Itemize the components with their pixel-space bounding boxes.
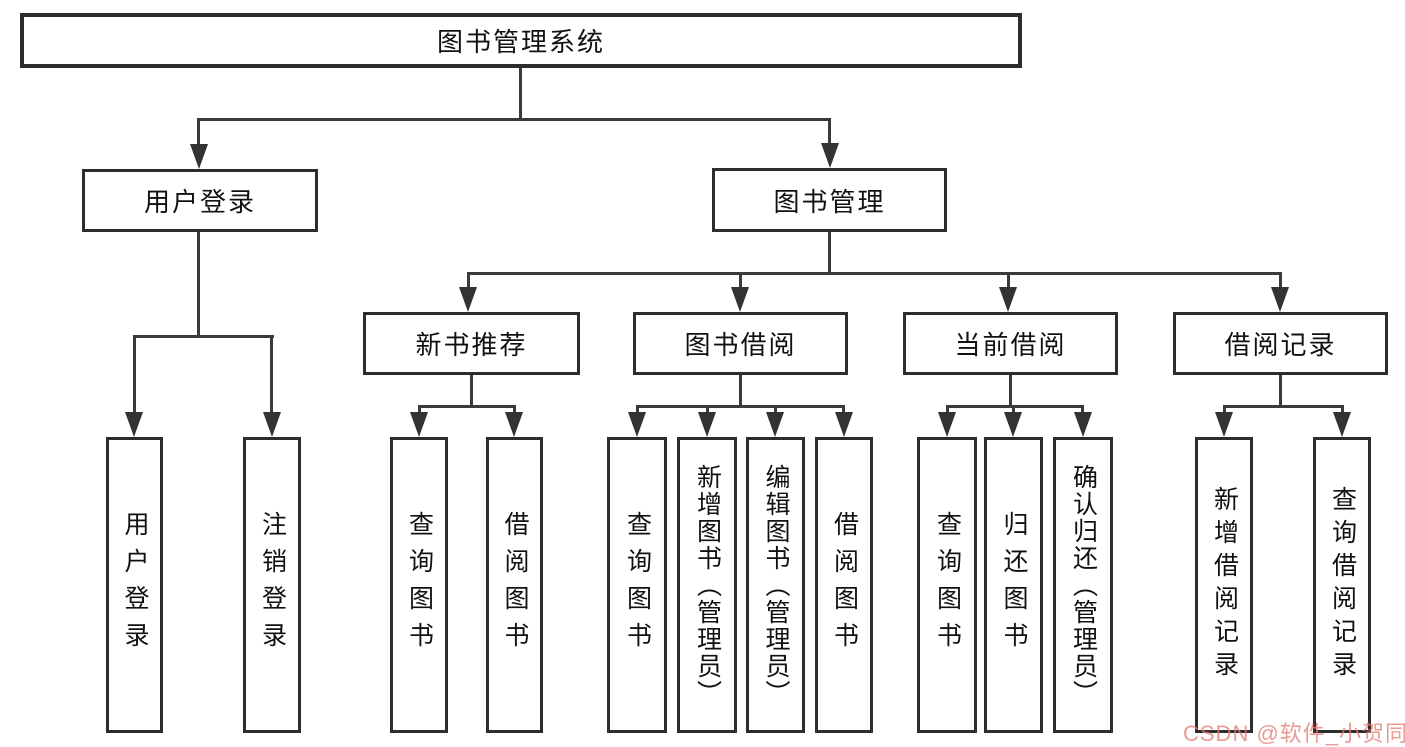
arrowhead-group3-leaf1	[938, 412, 956, 437]
node-book-borrowing: 图书借阅	[633, 312, 848, 375]
node-library-management-system-label: 图书管理系统	[436, 27, 605, 57]
connector-group1-leaf2-stem	[513, 405, 516, 417]
connector-book-branch-trunk	[828, 232, 831, 272]
node-borrow-books-2: 借阅图书	[815, 437, 873, 733]
connector-root-trunk	[519, 68, 522, 118]
arrowhead-book-borrow	[731, 287, 749, 312]
node-user-login: 用户登录	[82, 169, 318, 232]
node-edit-books-admin-label: 编辑图书（管理员）	[762, 463, 790, 707]
arrowhead-group4-leaf1	[1215, 412, 1233, 437]
node-borrow-records: 借阅记录	[1173, 312, 1388, 375]
node-query-books-1: 查询图书	[390, 437, 448, 733]
connector-user-leaf1-stem	[133, 335, 136, 413]
connector-user-leaf2-stem	[270, 335, 273, 413]
node-return-books: 归还图书	[984, 437, 1043, 733]
node-query-borrow-record-label: 查询借阅记录	[1328, 486, 1357, 684]
node-borrow-books-2-label: 借阅图书	[830, 511, 859, 659]
node-confirm-return-admin-label: 确认归还（管理员）	[1069, 463, 1098, 707]
arrowhead-group3-leaf2	[1004, 412, 1022, 437]
arrowhead-group3-leaf3	[1074, 412, 1092, 437]
node-library-management-system: 图书管理系统	[20, 13, 1022, 68]
connector-book-borrow-stem	[739, 272, 742, 290]
connector-group4-horizontal	[1224, 405, 1343, 408]
arrowhead-borrow-records	[1271, 287, 1289, 312]
arrowhead-group4-leaf2	[1333, 412, 1351, 437]
arrowhead-user-leaf1	[125, 412, 143, 437]
connector-group2-leaf2-stem	[706, 405, 709, 417]
connector-group1-leaf1-stem	[418, 405, 421, 417]
connector-level2-horizontal	[198, 118, 831, 121]
node-return-books-label: 归还图书	[1000, 511, 1028, 659]
arrowhead-group1-leaf1	[410, 412, 428, 437]
connector-group1-horizontal	[419, 405, 515, 408]
node-query-books-3: 查询图书	[917, 437, 977, 733]
connector-group3-trunk	[1009, 375, 1012, 405]
connector-group2-horizontal	[637, 405, 845, 408]
connector-user-branch-horizontal	[134, 335, 274, 338]
connector-group2-trunk	[739, 375, 742, 405]
node-logout-leaf-label: 注销登录	[258, 511, 287, 659]
node-new-book-recommend: 新书推荐	[363, 312, 580, 375]
connector-new-book-stem	[467, 272, 470, 290]
watermark: CSDN @软件_小贺同学	[1183, 721, 1405, 746]
node-book-management: 图书管理	[712, 168, 947, 232]
node-query-books-1-label: 查询图书	[405, 511, 434, 659]
node-logout-leaf: 注销登录	[243, 437, 301, 733]
node-add-books-admin-label: 新增图书（管理员）	[693, 463, 722, 707]
connector-group4-leaf1-stem	[1223, 405, 1226, 417]
node-edit-books-admin: 编辑图书（管理员）	[746, 437, 805, 733]
node-confirm-return-admin: 确认归还（管理员）	[1053, 437, 1113, 733]
arrowhead-group2-leaf1	[628, 412, 646, 437]
connector-borrow-records-stem	[1279, 272, 1282, 290]
arrowhead-new-book	[459, 287, 477, 312]
arrowhead-group1-leaf2	[505, 412, 523, 437]
node-add-borrow-record-label: 新增借阅记录	[1210, 486, 1239, 684]
connector-group2-leaf1-stem	[636, 405, 639, 417]
node-query-books-2: 查询图书	[607, 437, 667, 733]
arrowhead-group2-leaf3	[766, 412, 784, 437]
node-query-books-3-label: 查询图书	[933, 511, 962, 659]
node-borrow-records-label: 借阅记录	[1224, 330, 1337, 360]
arrowhead-group2-leaf2	[698, 412, 716, 437]
arrowhead-book-mgmt	[821, 143, 839, 168]
connector-group3-leaf3-stem	[1081, 405, 1084, 417]
node-add-borrow-record: 新增借阅记录	[1195, 437, 1253, 733]
node-user-login-leaf: 用户登录	[106, 437, 163, 733]
node-query-borrow-record: 查询借阅记录	[1313, 437, 1371, 733]
connector-book-mgmt-stem	[828, 118, 831, 145]
connector-group4-trunk	[1279, 375, 1282, 405]
arrowhead-current-borrow	[999, 287, 1017, 312]
node-user-login-label: 用户登录	[143, 187, 256, 217]
connector-group1-trunk	[470, 375, 473, 405]
arrowhead-group2-leaf4	[835, 412, 853, 437]
arrowhead-user-leaf2	[263, 412, 281, 437]
connector-user-branch-trunk	[197, 232, 200, 335]
arrowhead-user-login	[190, 144, 208, 169]
connector-group2-leaf4-stem	[842, 405, 845, 417]
connector-group3-horizontal	[947, 405, 1084, 408]
node-add-books-admin: 新增图书（管理员）	[677, 437, 737, 733]
node-new-book-recommend-label: 新书推荐	[415, 330, 528, 360]
node-current-borrowing: 当前借阅	[903, 312, 1118, 375]
node-book-management-label: 图书管理	[773, 186, 886, 217]
connector-current-borrow-stem	[1007, 272, 1010, 290]
connector-group4-leaf2-stem	[1341, 405, 1344, 417]
node-user-login-leaf-label: 用户登录	[121, 511, 149, 659]
node-borrow-books-1-label: 借阅图书	[501, 511, 529, 659]
connector-group3-leaf2-stem	[1012, 405, 1015, 417]
node-current-borrowing-label: 当前借阅	[954, 330, 1067, 360]
connector-group3-leaf1-stem	[946, 405, 949, 417]
connector-user-login-stem	[197, 118, 200, 146]
connector-group2-leaf3-stem	[774, 405, 777, 417]
node-borrow-books-1: 借阅图书	[486, 437, 543, 733]
node-book-borrowing-label: 图书借阅	[684, 330, 797, 360]
connector-level3-horizontal	[468, 272, 1282, 275]
node-query-books-2-label: 查询图书	[623, 511, 652, 659]
